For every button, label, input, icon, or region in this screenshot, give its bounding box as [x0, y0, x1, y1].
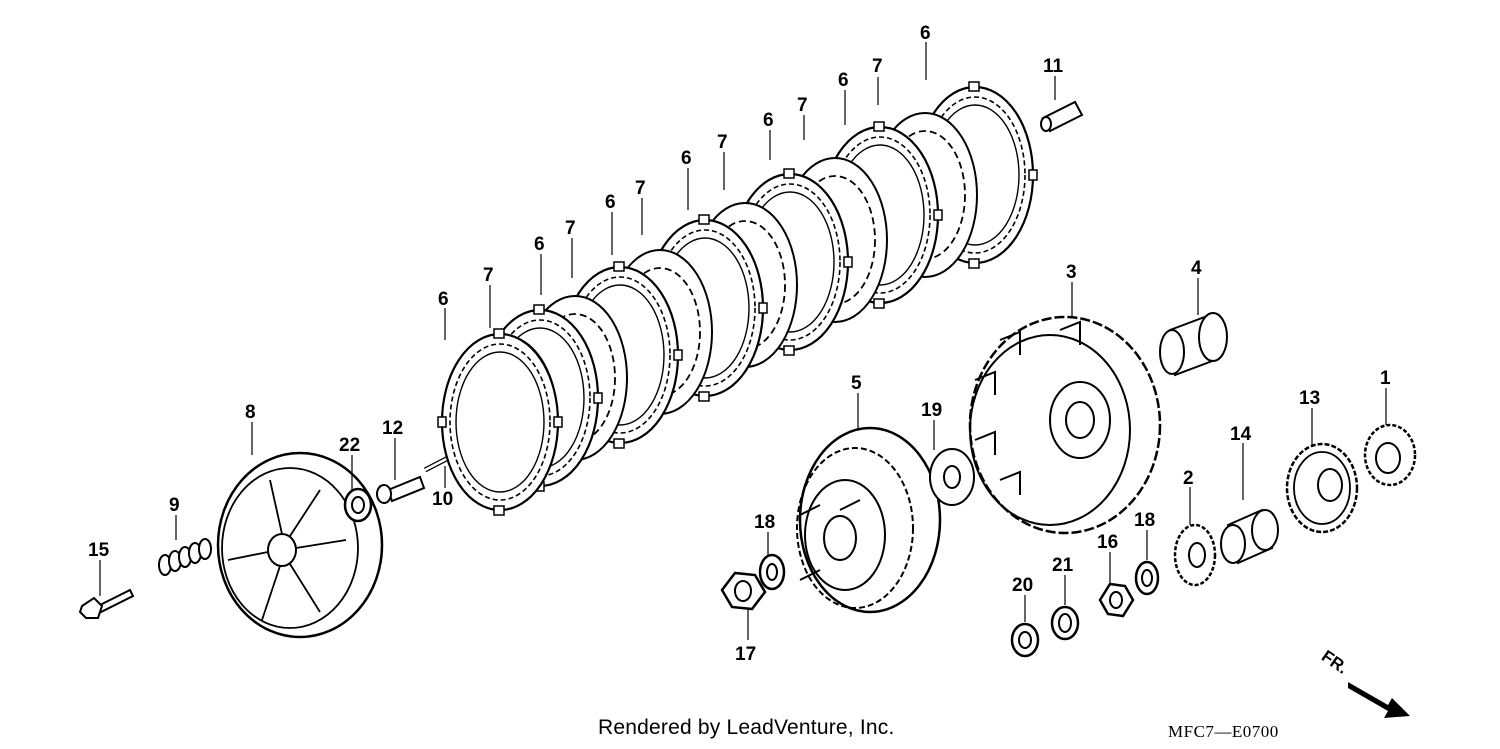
washer-part-19 — [929, 448, 975, 506]
outer-clutch-part-3 — [968, 315, 1162, 535]
callout-10: 10 — [432, 489, 453, 510]
front-direction-arrow-icon: FR. — [1318, 650, 1410, 718]
callout-7: 7 — [717, 132, 728, 153]
gear-part-1 — [1363, 423, 1417, 487]
spring-part-9 — [158, 538, 212, 576]
clutch-center-part-5 — [796, 426, 942, 614]
callout-6: 6 — [438, 289, 449, 310]
callout-7: 7 — [565, 218, 576, 239]
callout-6: 6 — [534, 234, 545, 255]
callout-6: 6 — [920, 23, 931, 44]
callout-13: 13 — [1299, 388, 1320, 409]
callout-6: 6 — [763, 110, 774, 131]
callout-4: 4 — [1191, 258, 1202, 279]
callout-5: 5 — [851, 373, 862, 394]
callout-3: 3 — [1066, 262, 1077, 283]
washer-part-21 — [1050, 605, 1080, 641]
bushing-part-4 — [1159, 312, 1228, 377]
nut-part-16 — [1098, 582, 1135, 618]
callout-20: 20 — [1012, 575, 1033, 596]
credit-text: Rendered by LeadVenture, Inc. — [598, 716, 895, 739]
callout-7: 7 — [797, 95, 808, 116]
callout-7: 7 — [483, 265, 494, 286]
callout-14: 14 — [1230, 424, 1252, 445]
washer-part-18-left — [758, 553, 786, 591]
callout-22: 22 — [339, 435, 360, 456]
callout-7: 7 — [872, 56, 883, 77]
callout-8: 8 — [245, 402, 256, 423]
callout-7: 7 — [635, 178, 646, 199]
callout-18: 18 — [754, 512, 775, 533]
callout-11: 11 — [1043, 56, 1064, 77]
callout-6: 6 — [605, 192, 616, 213]
callout-17: 17 — [735, 644, 756, 665]
callout-2: 2 — [1183, 468, 1194, 489]
callout-6: 6 — [838, 70, 849, 91]
direction-label: FR. — [1318, 650, 1351, 678]
callout-1: 1 — [1380, 368, 1391, 389]
callout-19: 19 — [921, 400, 942, 421]
callout-15: 15 — [88, 540, 110, 561]
callout-labels: 6 7 6 7 6 7 6 7 6 7 6 7 6 11 3 4 5 19 13… — [88, 23, 1391, 665]
callout-18: 18 — [1134, 510, 1155, 531]
nut-part-17 — [720, 571, 767, 611]
callout-12: 12 — [382, 418, 403, 439]
diagram-code: MFC7—E0700 — [1168, 722, 1279, 741]
bolt-part-15 — [78, 588, 135, 619]
callout-6: 6 — [681, 148, 692, 169]
lifter-part-12 — [376, 475, 426, 504]
callout-16: 16 — [1097, 532, 1118, 553]
callout-9: 9 — [169, 495, 180, 516]
leader-lines — [99, 42, 1387, 640]
gear-part-13 — [1285, 442, 1359, 534]
collar-part-11 — [1040, 100, 1084, 133]
bearing-part-22 — [343, 487, 373, 523]
gear-part-2 — [1173, 523, 1217, 587]
bearing-part-14 — [1220, 508, 1279, 565]
washer-part-18-right — [1134, 560, 1160, 596]
bearing-part-20 — [1010, 622, 1040, 658]
pressure-plate-part-8 — [216, 451, 384, 639]
callout-21: 21 — [1052, 555, 1074, 576]
